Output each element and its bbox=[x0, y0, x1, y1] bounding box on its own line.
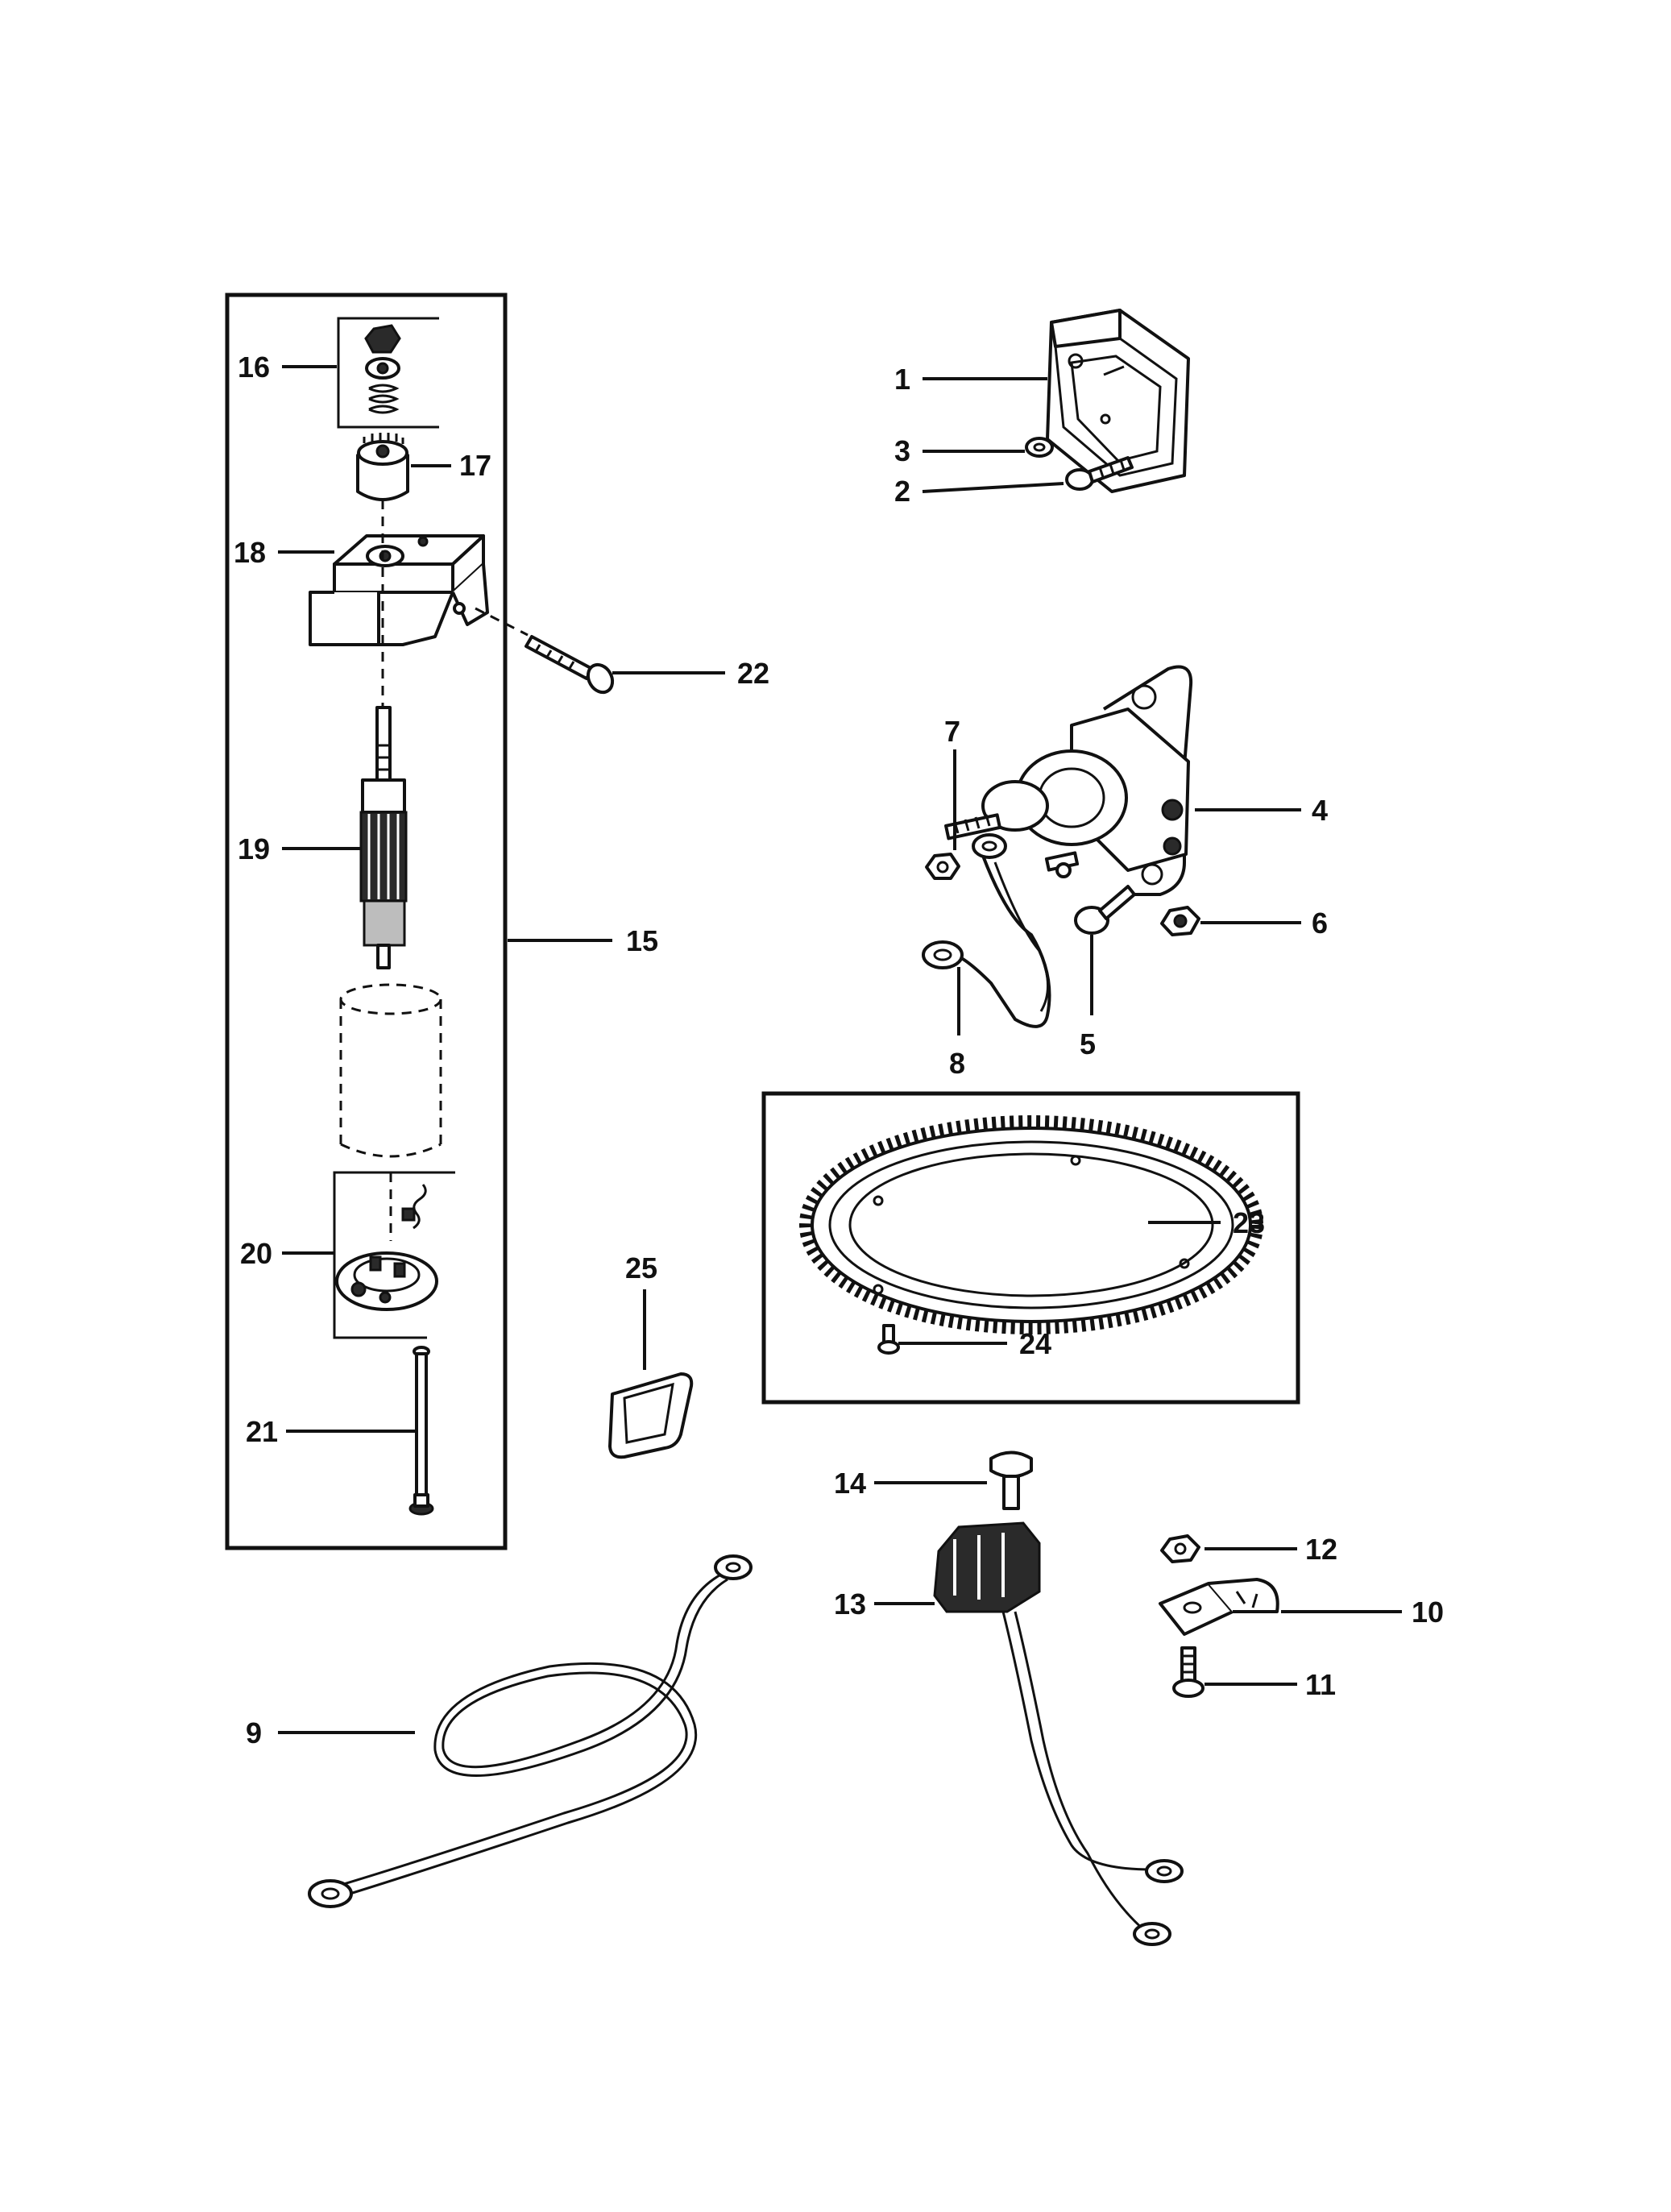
part-23-ring-gear bbox=[799, 1115, 1263, 1334]
callout-1: 1 bbox=[894, 363, 910, 396]
callout-22: 22 bbox=[737, 657, 769, 690]
callout-12: 12 bbox=[1305, 1533, 1337, 1566]
callout-numbers: 1 3 2 4 5 6 7 8 9 10 11 12 13 14 15 16 1… bbox=[234, 351, 1444, 1749]
part-9-battery-cable bbox=[308, 1554, 753, 1908]
callout-18: 18 bbox=[234, 536, 266, 569]
part-10-clip bbox=[1159, 1578, 1279, 1636]
part-22-bolt bbox=[475, 607, 615, 695]
part-19-armature bbox=[359, 706, 408, 969]
callout-15: 15 bbox=[626, 924, 658, 957]
callout-8: 8 bbox=[949, 1047, 965, 1080]
part-7-nut bbox=[925, 853, 960, 880]
starter-assembly-frame bbox=[225, 293, 508, 1550]
part-11-screw bbox=[1172, 1646, 1205, 1698]
callout-14: 14 bbox=[834, 1467, 866, 1500]
part-4-starter-solenoid bbox=[944, 665, 1193, 896]
part-2-screw bbox=[1065, 456, 1134, 491]
part-6-nut bbox=[1160, 906, 1200, 936]
callout-5: 5 bbox=[1080, 1027, 1096, 1060]
part-16-drive-hardware bbox=[337, 317, 439, 429]
part-18-end-bracket bbox=[309, 534, 489, 646]
callout-24: 24 bbox=[1019, 1327, 1051, 1360]
callout-25: 25 bbox=[625, 1251, 657, 1284]
part-21-through-bolt bbox=[408, 1346, 434, 1516]
part-24-screw bbox=[877, 1324, 900, 1355]
part-17-pinion-gear bbox=[356, 433, 409, 501]
callout-13: 13 bbox=[834, 1587, 866, 1621]
ring-gear-frame bbox=[761, 1091, 1300, 1405]
part-12-nut bbox=[1160, 1534, 1200, 1563]
callout-19: 19 bbox=[238, 832, 270, 865]
callout-21: 21 bbox=[246, 1415, 278, 1448]
part-8-cable bbox=[922, 833, 1051, 1028]
callout-16: 16 bbox=[238, 351, 270, 384]
leader-lines bbox=[278, 365, 1402, 1734]
callout-10: 10 bbox=[1412, 1596, 1444, 1629]
callout-3: 3 bbox=[894, 434, 910, 467]
callout-2: 2 bbox=[894, 475, 910, 508]
callout-9: 9 bbox=[246, 1716, 262, 1749]
motor-frame-housing bbox=[339, 983, 442, 1158]
part-20-brush-plate bbox=[333, 1171, 455, 1339]
part-13-switch bbox=[933, 1521, 1184, 1946]
callout-4: 4 bbox=[1312, 794, 1328, 827]
part-25-gasket bbox=[608, 1372, 694, 1459]
part-5-bolt bbox=[1074, 885, 1136, 935]
part-3-washer bbox=[1025, 437, 1054, 458]
callout-20: 20 bbox=[240, 1237, 272, 1270]
callout-23: 23 bbox=[1233, 1206, 1265, 1239]
part-14-bolt bbox=[989, 1450, 1033, 1510]
callout-7: 7 bbox=[944, 715, 960, 748]
callout-11: 11 bbox=[1305, 1668, 1336, 1701]
callout-17: 17 bbox=[459, 449, 491, 482]
part-1-cover bbox=[1046, 309, 1190, 493]
callout-6: 6 bbox=[1312, 907, 1328, 940]
